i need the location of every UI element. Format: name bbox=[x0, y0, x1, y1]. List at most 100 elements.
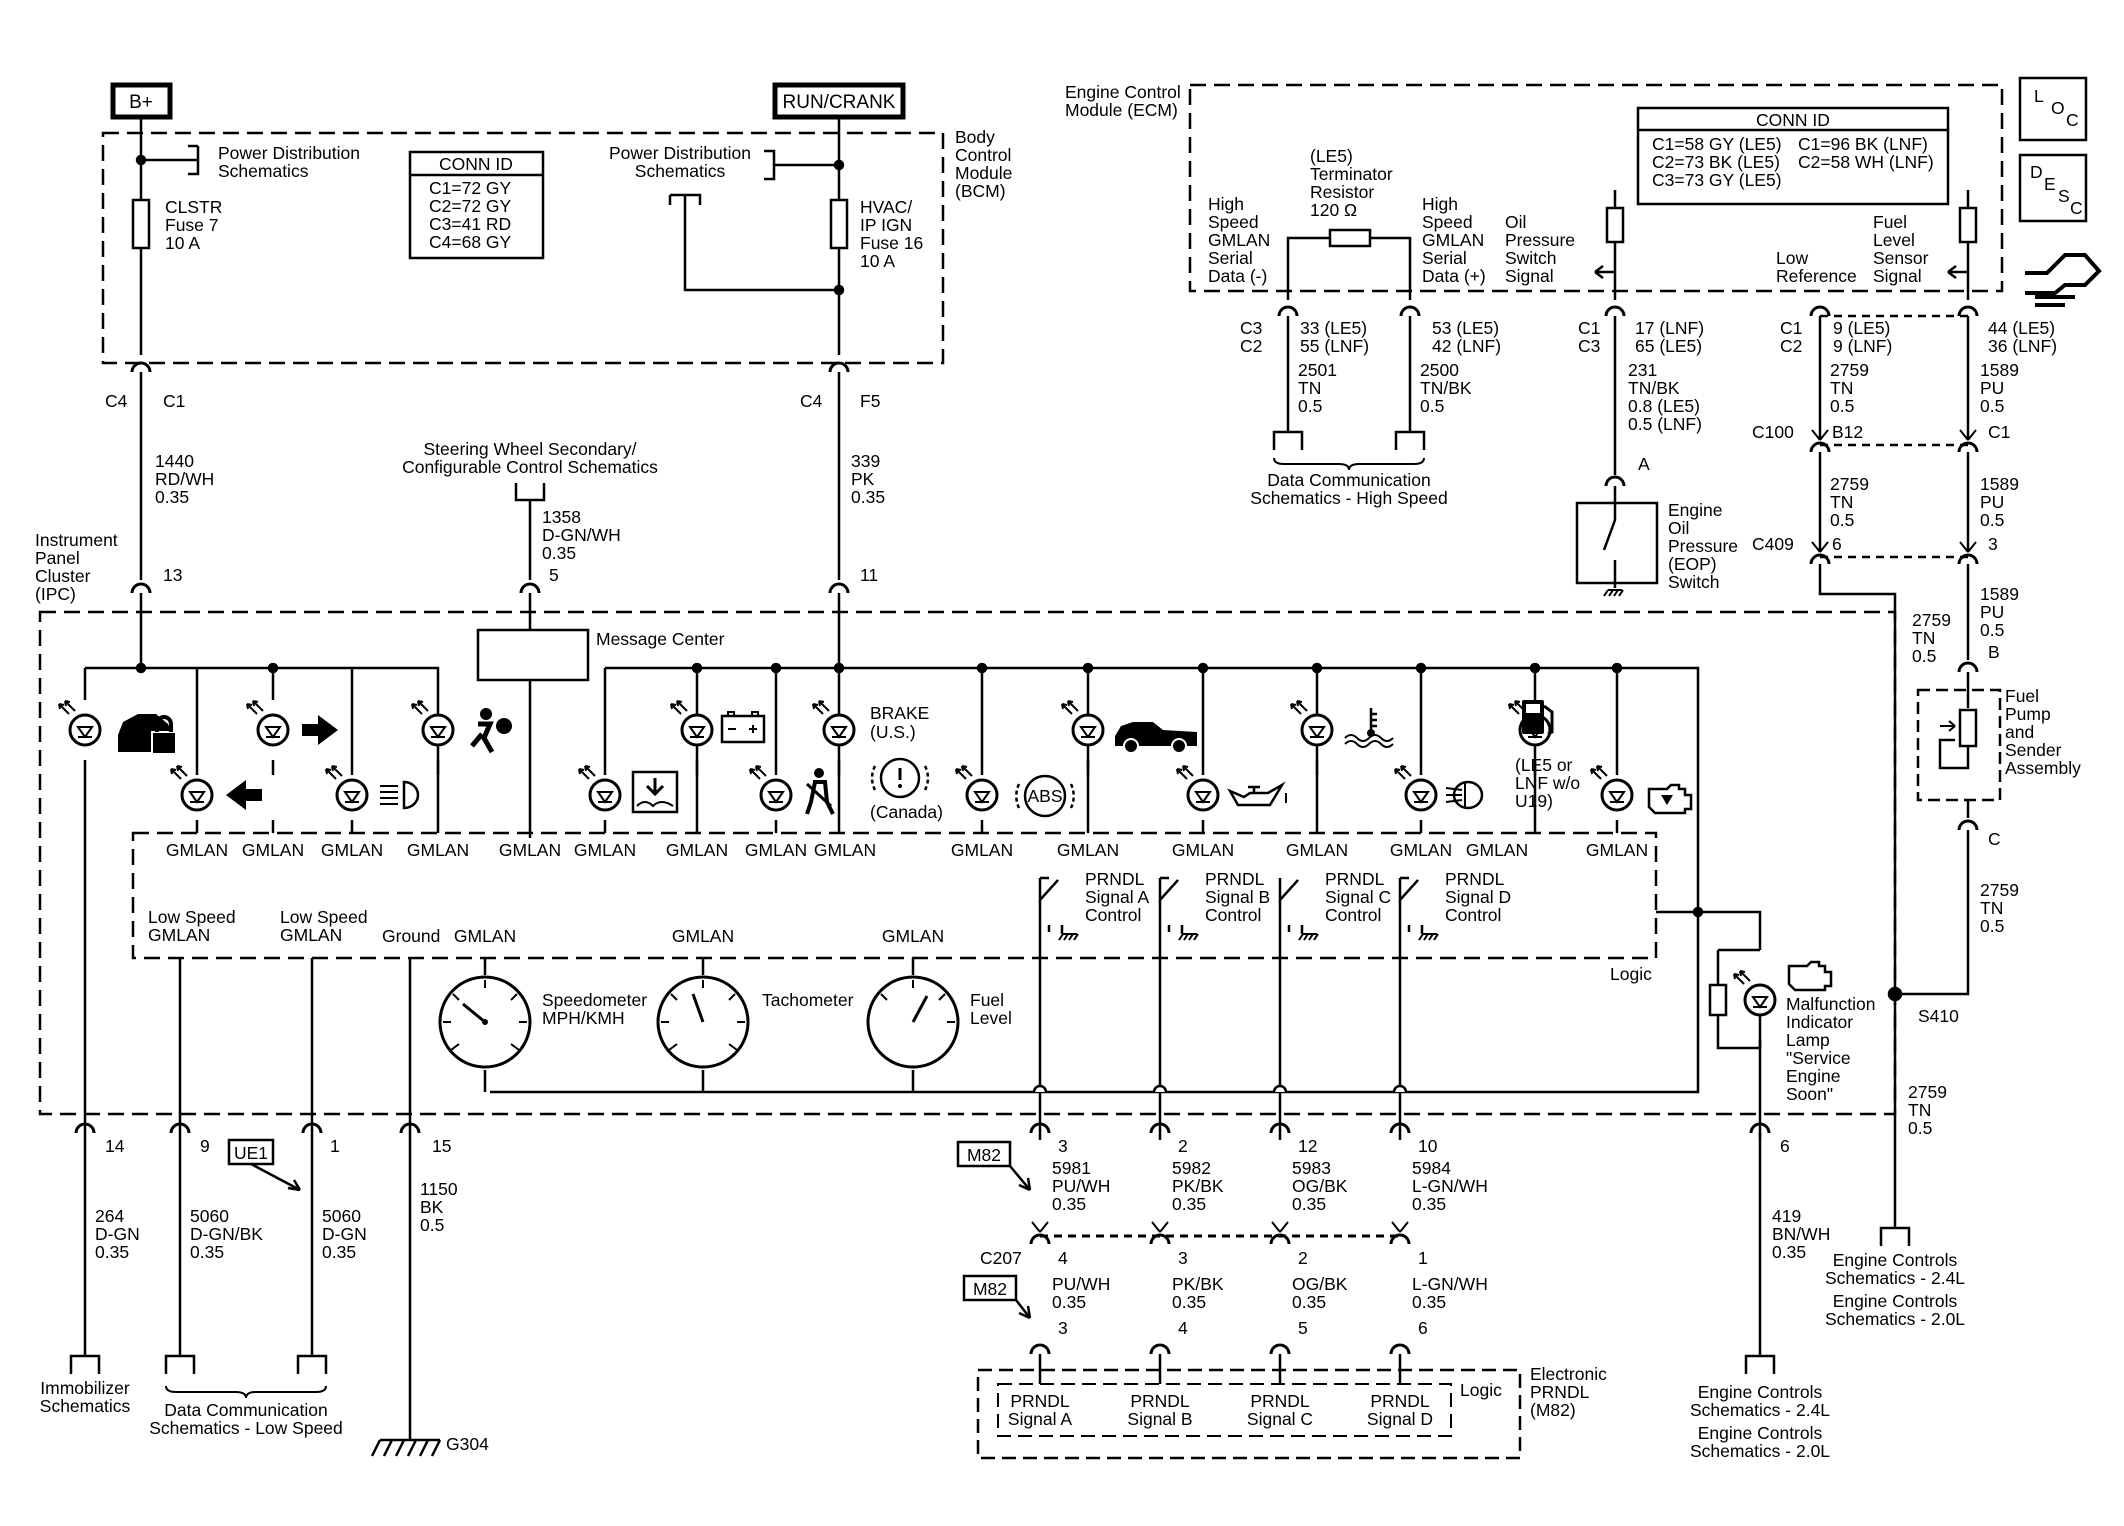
diagram-label: 0.5 bbox=[1830, 396, 1854, 416]
diagram-label: Power Distribution bbox=[218, 143, 360, 163]
diagram-label: 2500 bbox=[1420, 360, 1459, 380]
diagram-label: Fuel bbox=[1873, 212, 1907, 232]
s410-return-wire bbox=[1818, 564, 1897, 994]
diagram-label: Oil bbox=[1505, 212, 1526, 232]
diagram-label: Fuel bbox=[2005, 686, 2039, 706]
mil-wire bbox=[1744, 1133, 1776, 1374]
diagram-label: Control bbox=[1205, 905, 1261, 925]
diagram-label: 2 bbox=[1298, 1248, 1308, 1268]
diagram-label: D-GN bbox=[322, 1224, 367, 1244]
diagram-label: Signal C bbox=[1325, 887, 1391, 907]
eop-switch bbox=[1575, 486, 1659, 598]
diagram-label: 2759 bbox=[1830, 474, 1869, 494]
pump-pin-c: C bbox=[1988, 829, 2001, 849]
diagram-label: PRNDL bbox=[1010, 1391, 1070, 1411]
diagram-label: Signal D bbox=[1445, 887, 1511, 907]
gauges bbox=[438, 958, 960, 1092]
diagram-label: 44 (LE5) bbox=[1988, 318, 2055, 338]
diagram-label: GMLAN bbox=[280, 925, 342, 945]
diagram-label: C4 bbox=[800, 391, 823, 411]
diagram-label: 3 bbox=[1178, 1248, 1188, 1268]
diagram-label: 0.5 bbox=[420, 1215, 444, 1235]
s410-wire-label: 2759 TN 0.5 bbox=[1908, 1082, 1947, 1138]
diagram-label: PK/BK bbox=[1172, 1176, 1224, 1196]
diagram-label: L-GN/WH bbox=[1412, 1176, 1488, 1196]
diagram-label: 15 bbox=[432, 1136, 451, 1156]
fuel-pump-label: Fuel Pump and Sender Assembly bbox=[2005, 686, 2081, 778]
eop-label: Engine Oil Pressure (EOP) Switch bbox=[1668, 500, 1738, 592]
diagram-label: Signal A bbox=[1008, 1409, 1073, 1429]
lamp-to-logic-wires bbox=[195, 760, 1619, 833]
message-center: Message Center bbox=[476, 628, 725, 682]
diagram-label: C2=72 GY bbox=[429, 196, 512, 216]
diagram-label: GMLAN bbox=[1057, 840, 1119, 860]
diagram-label: 0.35 bbox=[1412, 1194, 1446, 1214]
m82-labels: PRNDL Signal A PRNDL Signal B PRNDL Sign… bbox=[1008, 1364, 1607, 1429]
diagram-label: 264 bbox=[95, 1206, 124, 1226]
diagram-label: Terminator bbox=[1310, 164, 1393, 184]
prndl-wire-labels-2: PU/WH 0.35 PK/BK 0.35 OG/BK 0.35 L-GN/WH… bbox=[1052, 1274, 1488, 1312]
ipc-pin-labels: 13 5 11 bbox=[163, 565, 878, 585]
wire-339-label: 339 PK 0.35 bbox=[851, 451, 885, 507]
fuel-pump-sender bbox=[1916, 672, 2002, 818]
diagram-label: Electronic bbox=[1530, 1364, 1607, 1384]
diagram-label: 0.35 bbox=[1412, 1292, 1446, 1312]
diagram-label: Pressure bbox=[1668, 536, 1738, 556]
hs-wire-labels: 2501 TN 0.5 2500 TN/BK 0.5 bbox=[1298, 360, 1472, 416]
fuel-gauge bbox=[866, 975, 960, 1069]
diagram-label: C1 bbox=[1578, 318, 1600, 338]
car-lock-icon bbox=[118, 714, 177, 755]
diagram-label: 5984 bbox=[1412, 1158, 1451, 1178]
fuel-pump-icon bbox=[1522, 700, 1554, 736]
diagram-label: Soon" bbox=[1786, 1084, 1833, 1104]
diagram-label: TN/BK bbox=[1420, 378, 1472, 398]
terminator-label: (LE5) Terminator Resistor 120 Ω bbox=[1310, 146, 1393, 220]
diagram-label: 36 (LNF) bbox=[1988, 336, 2057, 356]
speedometer-gauge bbox=[438, 975, 532, 1069]
m82-tag-mid: M82 bbox=[962, 1274, 1032, 1320]
diagram-label: 5983 bbox=[1292, 1158, 1331, 1178]
diagram-label: C100 bbox=[1752, 422, 1794, 442]
diagram-label: C1=58 GY (LE5) bbox=[1652, 134, 1782, 154]
diagram-label: Schematics bbox=[635, 161, 726, 181]
diagram-label: 0.5 bbox=[1908, 1118, 1932, 1138]
diagram-label: Signal C bbox=[1247, 1409, 1313, 1429]
terminator-resistor bbox=[1286, 228, 1412, 300]
m82-tag-top: M82 bbox=[956, 1140, 1032, 1192]
diagram-label: UE1 bbox=[234, 1143, 268, 1163]
diagram-label: 2759 bbox=[1908, 1082, 1947, 1102]
connector-hand-icon bbox=[2025, 253, 2102, 307]
diagram-label: 0.35 bbox=[542, 543, 576, 563]
engine-icon bbox=[1647, 783, 1693, 815]
wire-1440-label: 1440 RD/WH 0.35 bbox=[155, 451, 214, 507]
diagram-label: Schematics bbox=[40, 1396, 131, 1416]
diagram-label: PK/BK bbox=[1172, 1274, 1224, 1294]
diagram-label: PU/WH bbox=[1052, 1176, 1110, 1196]
diagram-label: O bbox=[2051, 98, 2065, 118]
diagram-label: GMLAN bbox=[1422, 230, 1484, 250]
diagram-label: Data Communication bbox=[164, 1400, 327, 1420]
diagram-label: Engine Controls bbox=[1833, 1291, 1958, 1311]
diagram-label: Control bbox=[1445, 905, 1501, 925]
diagram-label: Low Speed bbox=[280, 907, 368, 927]
diagram-label: 2759 bbox=[1980, 880, 2019, 900]
diagram-label: Engine Control bbox=[1065, 82, 1181, 102]
diagram-label: 2501 bbox=[1298, 360, 1337, 380]
diagram-label: RD/WH bbox=[155, 469, 214, 489]
prndl-pin-labels-mid: 4 3 2 1 bbox=[1058, 1248, 1428, 1268]
diagram-label: GMLAN bbox=[166, 840, 228, 860]
diagram-label: GMLAN bbox=[1586, 840, 1648, 860]
diagram-label: Switch bbox=[1505, 248, 1557, 268]
runcrank-label: RUN/CRANK bbox=[783, 92, 896, 113]
service-vehicle-lamp bbox=[1060, 699, 1105, 747]
mil-wire-label: 419 BN/WH 0.35 Engine Controls Schematic… bbox=[1690, 1206, 1830, 1461]
pump-return-wire-label: 2759 TN 0.5 bbox=[1980, 880, 2019, 936]
left-arrow-icon bbox=[226, 780, 262, 810]
diagram-label: Data (+) bbox=[1422, 266, 1486, 286]
diagram-label: Schematics - 2.0L bbox=[1825, 1309, 1965, 1329]
datacomm-brace bbox=[165, 1385, 327, 1399]
diagram-label: 3 bbox=[1058, 1318, 1068, 1338]
diagram-label: 12 bbox=[1298, 1136, 1317, 1156]
diagram-label: 42 (LNF) bbox=[1432, 336, 1501, 356]
diagram-label: (BCM) bbox=[955, 181, 1006, 201]
